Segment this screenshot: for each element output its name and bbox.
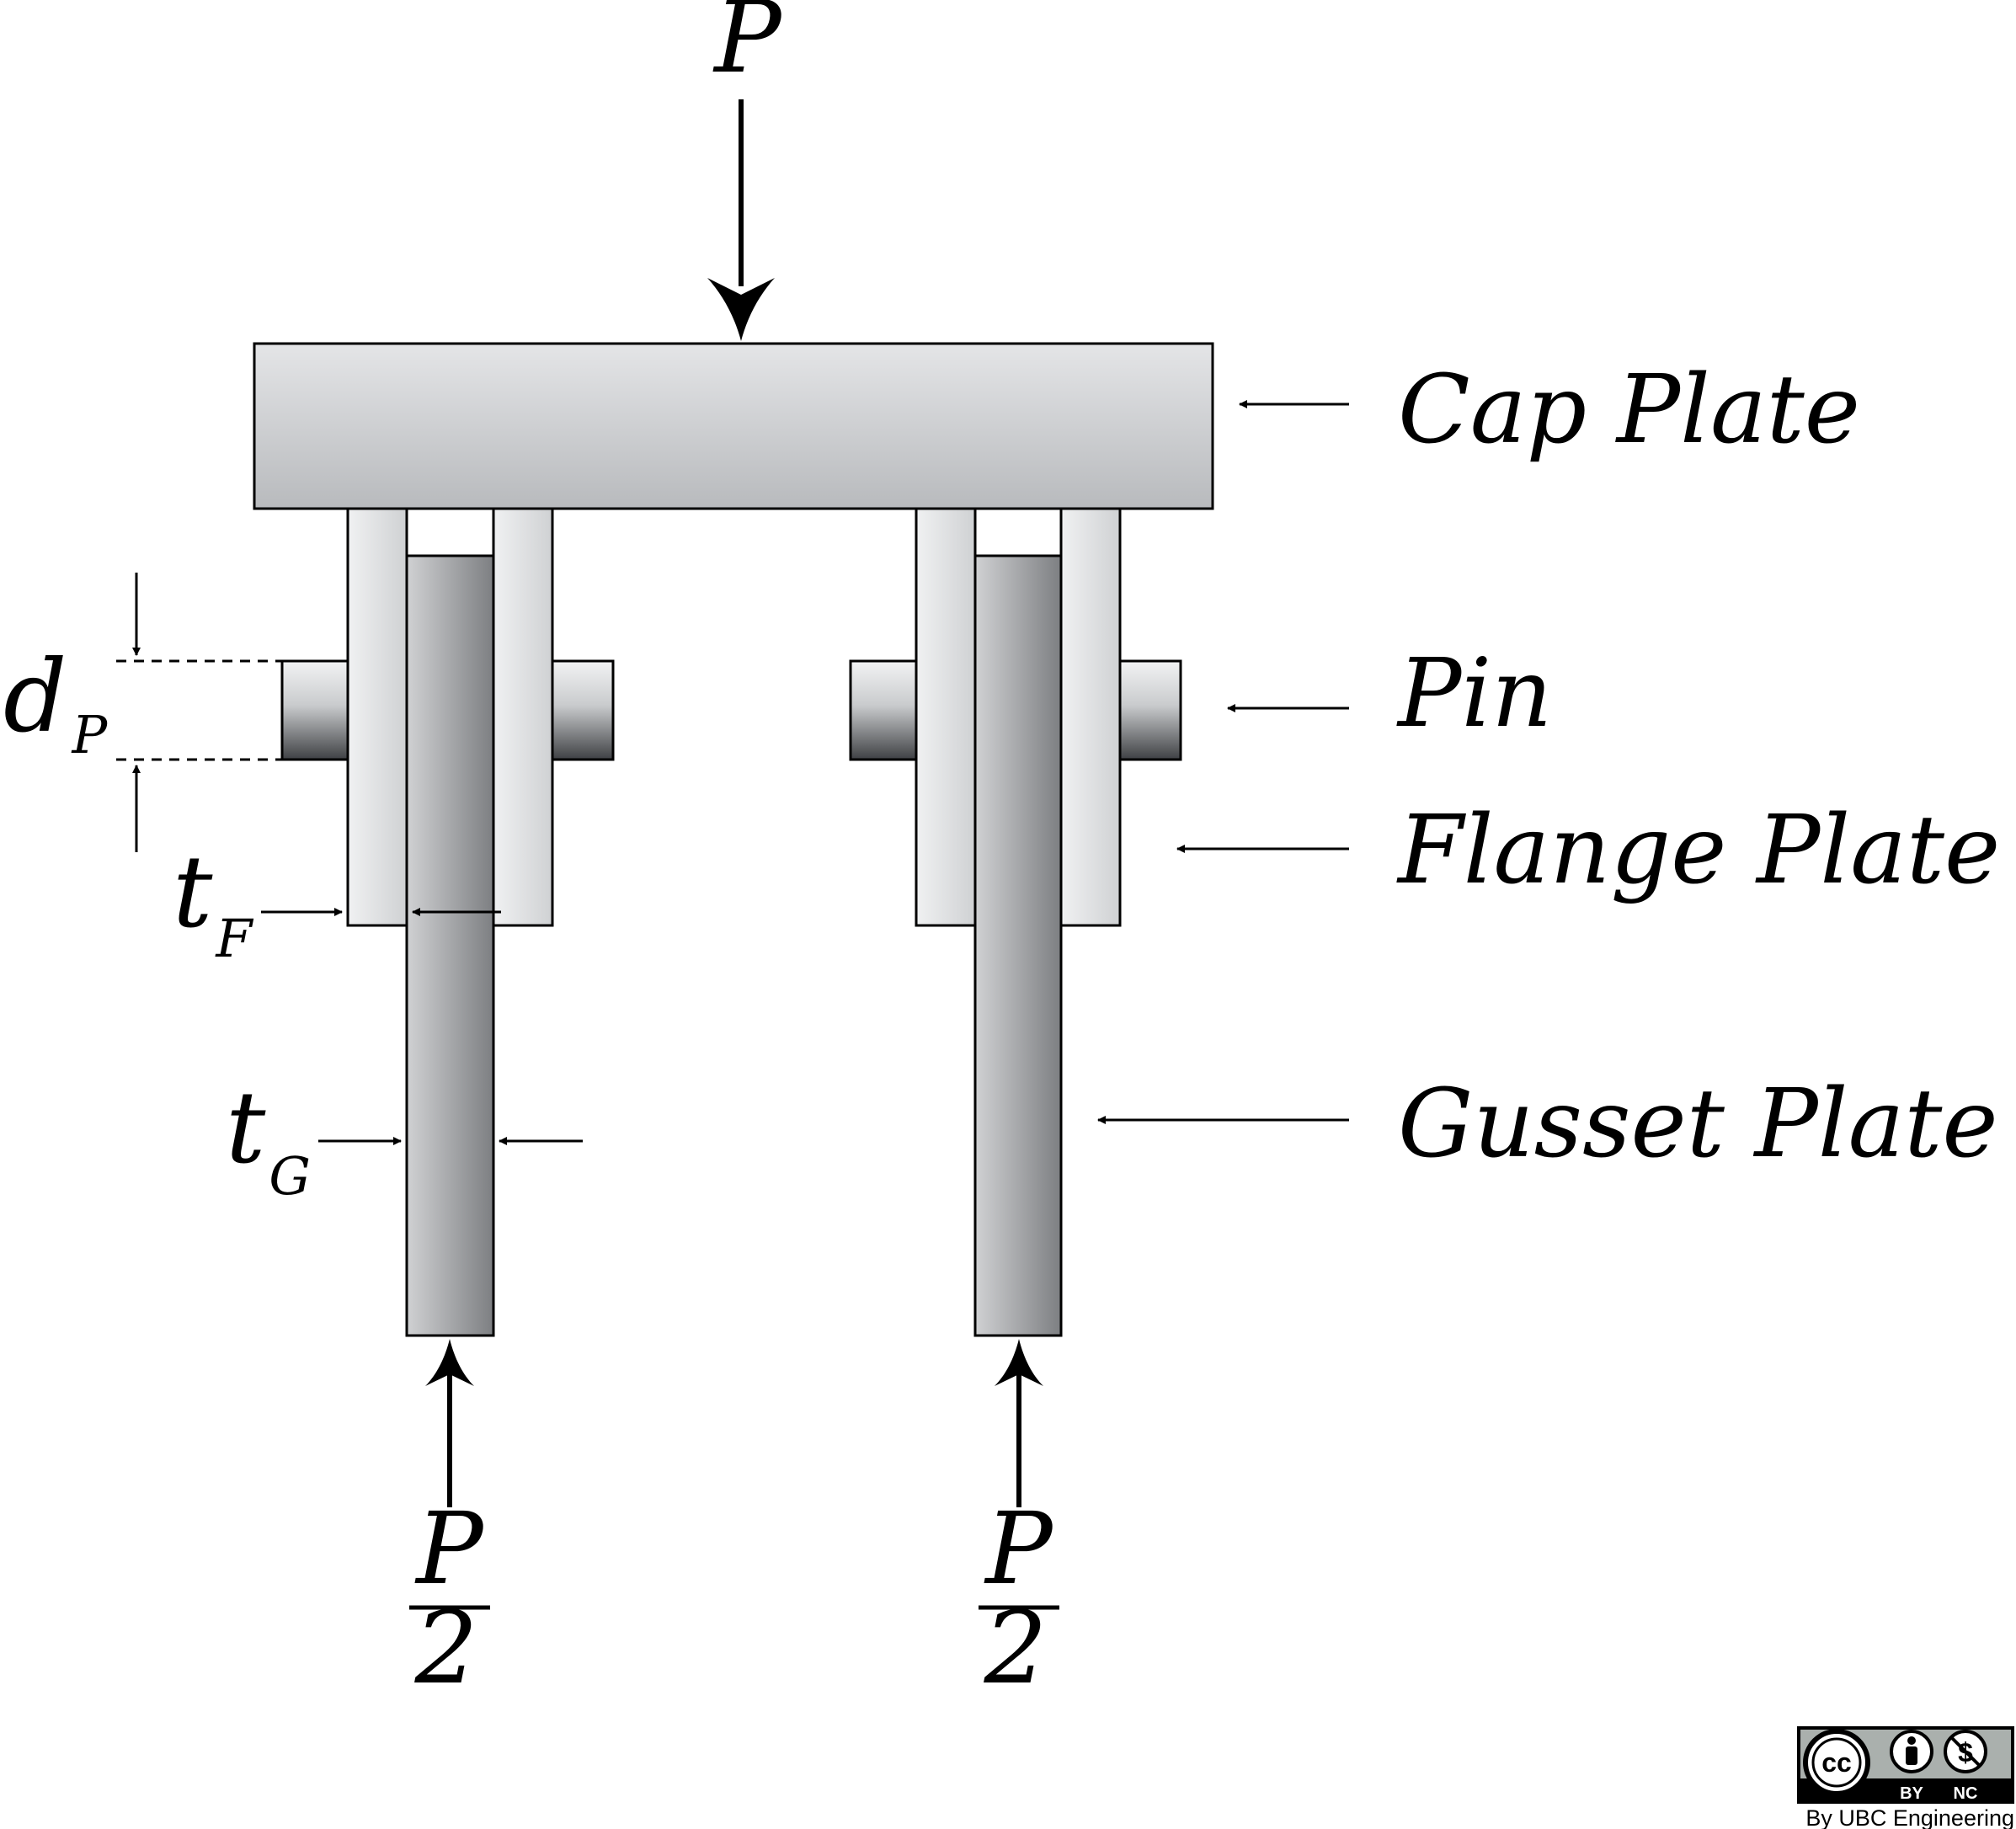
- left-reaction-numerator: P: [414, 1490, 485, 1607]
- right-flange-plate-inner: [1059, 507, 1122, 927]
- left-reaction-denominator: 2: [413, 1590, 477, 1706]
- license-badge: cc $ BY NC: [1797, 1726, 2014, 1804]
- flange-thickness-subscript: F: [215, 908, 253, 969]
- left-pin-stub-outer: [280, 659, 349, 761]
- attribution-icon: [1890, 1730, 1933, 1773]
- gusset-plate-label: Gusset Plate: [1398, 1069, 1998, 1179]
- left-flange-plate-outer: [346, 507, 408, 927]
- pin-label: Pin: [1396, 639, 1552, 749]
- gusset-thickness-symbol: t: [226, 1069, 266, 1186]
- cap-plate-label: Cap Plate: [1398, 355, 1860, 465]
- cap-plate: [253, 342, 1214, 510]
- flange-plate-label: Flange Plate: [1396, 796, 2000, 905]
- right-reaction-numerator: P: [984, 1490, 1054, 1607]
- callout-arrows: [1097, 400, 1349, 1124]
- flange-thickness-label: tF: [173, 834, 253, 969]
- right-pin-stub-inner: [1118, 659, 1182, 761]
- cc-logo-text: cc: [1821, 1747, 1852, 1778]
- by-badge-text: BY: [1900, 1784, 1923, 1803]
- left-reaction-label: P 2: [409, 1490, 490, 1706]
- left-connection: [280, 507, 615, 1337]
- right-reaction-label: P 2: [979, 1490, 1059, 1706]
- left-gusset-plate: [405, 554, 495, 1337]
- non-commercial-icon: $: [1944, 1730, 1987, 1773]
- nc-badge-text: NC: [1954, 1784, 1978, 1803]
- left-reaction-arrow: [425, 1339, 474, 1507]
- right-reaction-arrow: [995, 1339, 1043, 1507]
- gusset-thickness-label: tG: [226, 1069, 311, 1207]
- right-flange-plate-outer: [915, 507, 977, 927]
- applied-load-label: P: [712, 0, 783, 95]
- flange-thickness-symbol: t: [173, 834, 213, 950]
- credit-text: By UBC Engineering: [1805, 1805, 2014, 1829]
- right-reaction-denominator: 2: [983, 1590, 1047, 1706]
- pin-diameter-symbol: d: [3, 638, 67, 755]
- pin-diameter-dimension: [116, 573, 282, 852]
- left-flange-plate-inner: [492, 507, 554, 927]
- right-connection: [849, 507, 1182, 1337]
- right-gusset-plate: [973, 554, 1063, 1337]
- pin-diameter-label: dP: [3, 638, 109, 765]
- applied-load-arrow: [707, 99, 775, 341]
- pin-diameter-subscript: P: [72, 704, 109, 765]
- right-pin-stub-outer: [849, 659, 918, 761]
- gusset-thickness-subscript: G: [269, 1145, 311, 1207]
- left-pin-stub-inner: [551, 659, 615, 761]
